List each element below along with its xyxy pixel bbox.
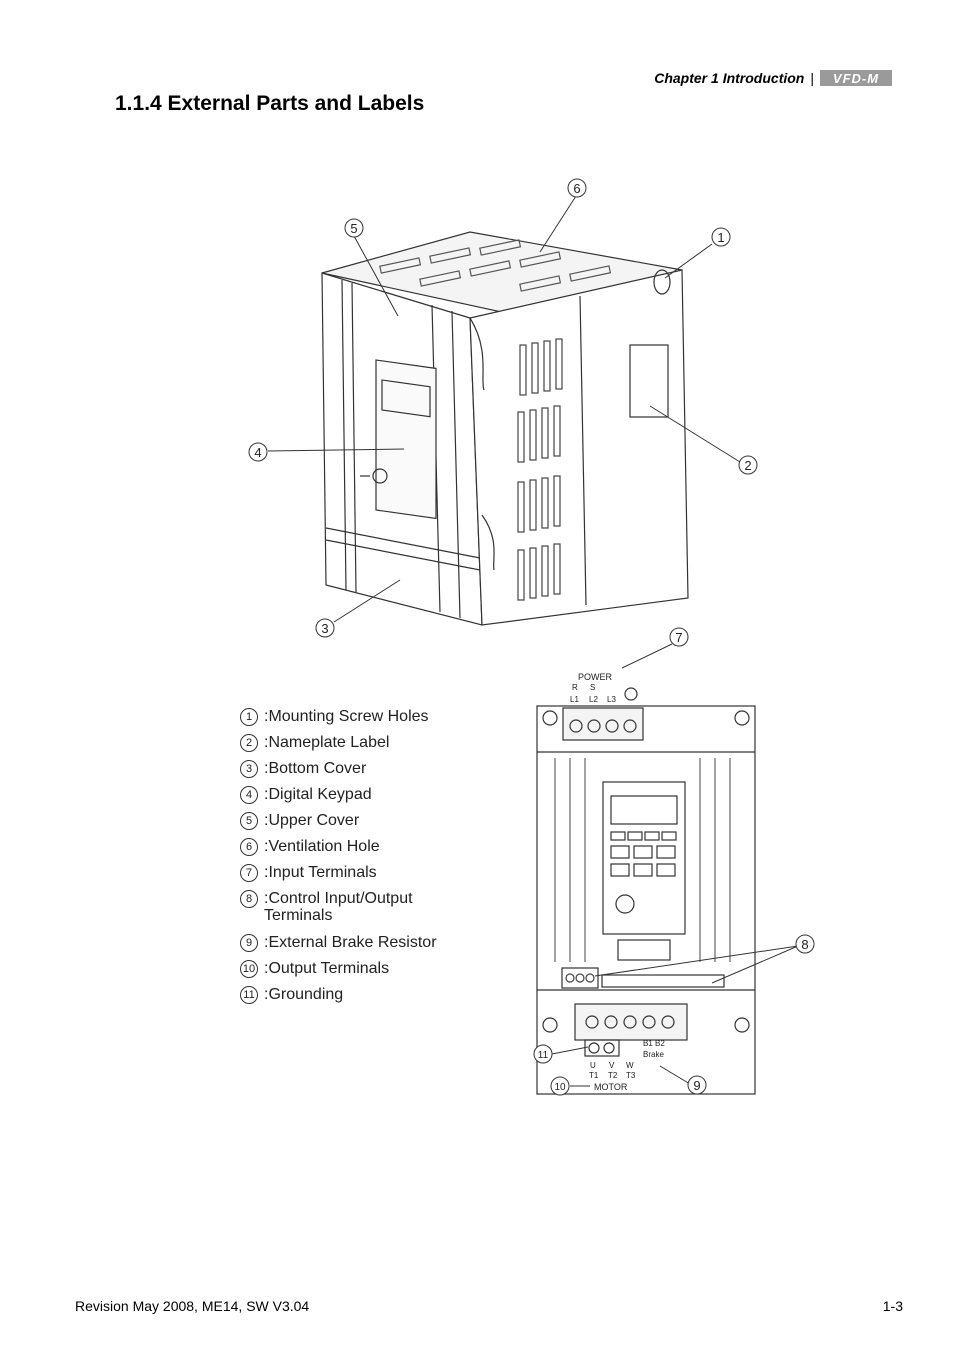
callout-text-6: 6 bbox=[573, 181, 580, 196]
input-top-r: R bbox=[572, 683, 578, 692]
footer-page-number: 1-3 bbox=[882, 1298, 903, 1314]
isometric-drive-drawing bbox=[321, 231, 689, 626]
legend-label: Output Terminals bbox=[264, 960, 389, 978]
legend-label: Mounting Screw Holes bbox=[264, 708, 428, 726]
callout-7 bbox=[669, 627, 689, 647]
legend-item: 2 Nameplate Label bbox=[240, 734, 500, 760]
legend-label: Ventilation Hole bbox=[264, 838, 379, 856]
legend-item: 3 Bottom Cover bbox=[240, 760, 500, 786]
legend-label: Grounding bbox=[264, 986, 343, 1004]
legend-item: 10 Output Terminals bbox=[240, 960, 500, 986]
legend-number: 6 bbox=[240, 838, 258, 856]
callout-text-2: 2 bbox=[744, 458, 751, 473]
legend-item: 5 Upper Cover bbox=[240, 812, 500, 838]
legend-number: 2 bbox=[240, 734, 258, 752]
legend-number: 10 bbox=[240, 960, 258, 978]
power-label: POWER bbox=[578, 672, 613, 682]
legend-number: 7 bbox=[240, 864, 258, 882]
input-l3: L3 bbox=[607, 695, 616, 704]
legend-label: Upper Cover bbox=[264, 812, 359, 830]
legend-item: 1 Mounting Screw Holes bbox=[240, 708, 500, 734]
vfd-m-logo: VFD-M bbox=[820, 70, 892, 86]
brake-terminals-label: B1 B2 bbox=[643, 1039, 665, 1048]
callout-8 bbox=[795, 934, 815, 954]
legend-item: 8 Control Input/Output Terminals bbox=[240, 890, 500, 934]
input-l2: L2 bbox=[589, 695, 598, 704]
front-view-drive-drawing bbox=[536, 687, 756, 1095]
callout-text-5: 5 bbox=[350, 221, 357, 236]
legend-number: 11 bbox=[240, 986, 258, 1004]
legend-item: 9 External Brake Resistor bbox=[240, 934, 500, 960]
callout-9 bbox=[687, 1075, 707, 1095]
chapter-title: Chapter 1 Introduction bbox=[654, 70, 805, 86]
legend-number: 3 bbox=[240, 760, 258, 778]
callout-text-9: 9 bbox=[693, 1078, 700, 1093]
header-separator: | bbox=[810, 70, 814, 86]
output-top-w: W bbox=[626, 1061, 634, 1070]
callout-5 bbox=[344, 218, 364, 238]
footer-revision: Revision May 2008, ME14, SW V3.04 bbox=[75, 1298, 310, 1314]
callout-11 bbox=[533, 1044, 553, 1064]
callout-text-1: 1 bbox=[717, 230, 724, 245]
motor-label: MOTOR bbox=[594, 1082, 628, 1092]
legend-label: Bottom Cover bbox=[264, 760, 366, 778]
callout-6 bbox=[567, 178, 587, 198]
legend-item: 4 Digital Keypad bbox=[240, 786, 500, 812]
output-t2: T2 bbox=[608, 1071, 618, 1080]
legend-item: 7 Input Terminals bbox=[240, 864, 500, 890]
callout-text-10: 10 bbox=[554, 1082, 566, 1093]
section-title: 1.1.4 External Parts and Labels bbox=[115, 92, 425, 115]
callout-4 bbox=[248, 442, 268, 462]
brake-label: Brake bbox=[643, 1050, 664, 1059]
page-header: Chapter 1 Introduction | VFD-M bbox=[654, 70, 892, 86]
callout-10 bbox=[550, 1076, 570, 1096]
legend-number: 8 bbox=[240, 890, 258, 908]
legend-item: 6 Ventilation Hole bbox=[240, 838, 500, 864]
legend-number: 5 bbox=[240, 812, 258, 830]
output-top-u: U bbox=[590, 1061, 596, 1070]
callout-text-11: 11 bbox=[538, 1050, 549, 1061]
input-top-s: S bbox=[590, 683, 595, 692]
input-l1: L1 bbox=[570, 695, 579, 704]
output-t1: T1 bbox=[589, 1071, 599, 1080]
output-top-v: V bbox=[609, 1061, 615, 1070]
callout-2 bbox=[738, 455, 758, 475]
legend-item: 11 Grounding bbox=[240, 986, 500, 1012]
callout-3 bbox=[315, 618, 335, 638]
legend-label: External Brake Resistor bbox=[264, 934, 436, 952]
callout-text-3: 3 bbox=[321, 621, 328, 636]
legend-number: 1 bbox=[240, 708, 258, 726]
parts-legend: 1 Mounting Screw Holes 2 Nameplate Label 3… bbox=[240, 708, 500, 1012]
callout-text-7: 7 bbox=[675, 630, 682, 645]
callout-text-8: 8 bbox=[801, 937, 808, 952]
callout-text-4: 4 bbox=[254, 445, 261, 460]
callout-1 bbox=[711, 227, 731, 247]
legend-label: Input Terminals bbox=[264, 864, 376, 882]
legend-label: Control Input/Output Terminals bbox=[264, 890, 454, 924]
legend-label: Digital Keypad bbox=[264, 786, 371, 804]
legend-number: 4 bbox=[240, 786, 258, 804]
legend-number: 9 bbox=[240, 934, 258, 952]
output-t3: T3 bbox=[626, 1071, 636, 1080]
legend-label: Nameplate Label bbox=[264, 734, 389, 752]
